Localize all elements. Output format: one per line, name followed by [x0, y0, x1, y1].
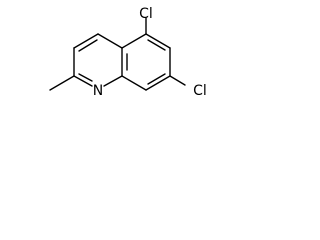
molecule-diagram: Cl Cl N [49, 6, 207, 99]
double-bond-c5-c6 [147, 39, 166, 51]
bond-c8-c8a [121, 75, 147, 91]
bond-c4a-c5 [121, 33, 147, 49]
bond-c2-methyl [49, 75, 75, 91]
bond-c4-c3 [73, 33, 99, 49]
double-bond-c7-c8 [147, 73, 166, 85]
bond-c4a-c4 [97, 33, 123, 49]
bond-c5-c6 [145, 33, 171, 49]
atom-labels: Cl Cl N [93, 6, 207, 99]
nitrogen-label: N [93, 83, 103, 99]
bond-c7-cl [169, 75, 186, 86]
bond-lines [49, 17, 186, 91]
bond-n1-c8a [103, 75, 123, 87]
bond-c2-n1 [73, 75, 93, 87]
chlorine-label-right: Cl [193, 83, 207, 99]
bond-c7-c8 [145, 75, 171, 91]
chlorine-label-top: Cl [139, 6, 153, 22]
double-bond-c2-n1 [78, 73, 93, 82]
double-bond-c4-c3 [78, 39, 98, 52]
